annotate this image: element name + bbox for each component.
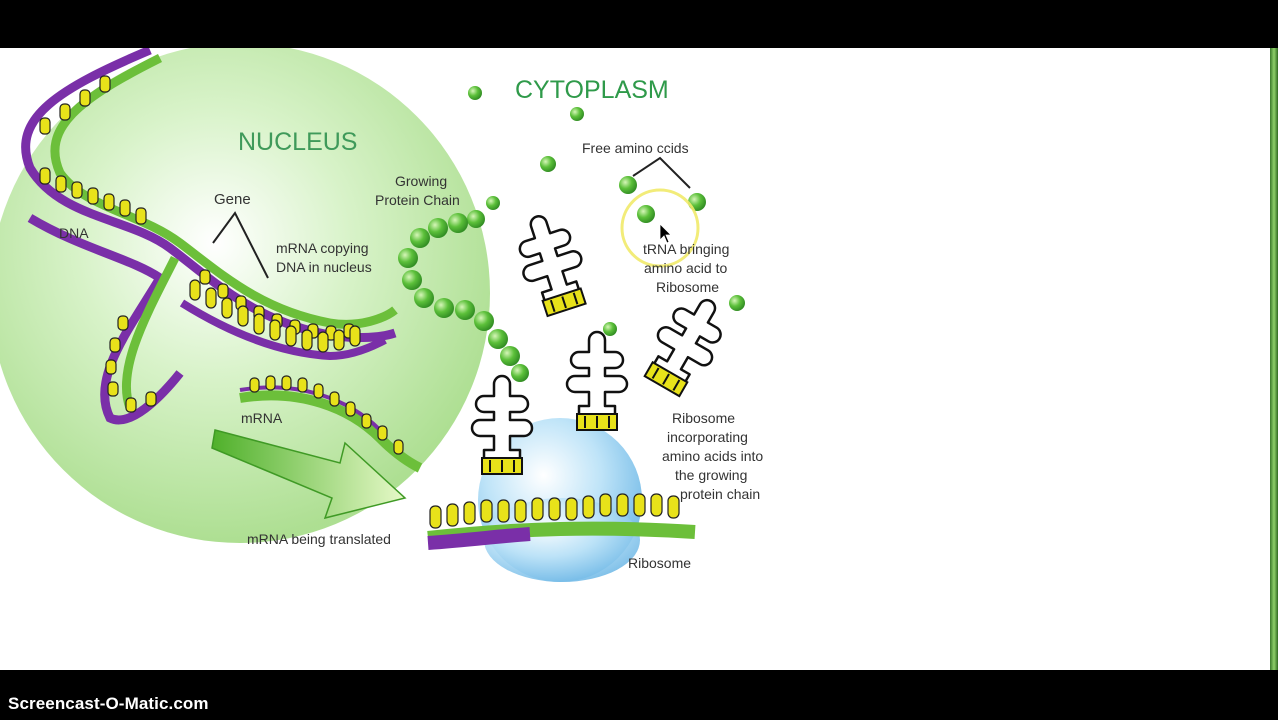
label-trna-2: amino acid to <box>644 260 727 276</box>
trna-free <box>506 206 597 321</box>
label-mrna: mRNA <box>241 410 283 426</box>
cursor-arrow-icon <box>659 223 672 244</box>
label-trna-3: Ribosome <box>656 279 719 295</box>
label-ribosome-inc-4: the growing <box>675 467 747 483</box>
amino-bracket <box>632 156 691 189</box>
label-mrna-copying-1: mRNA copying <box>276 240 369 256</box>
label-ribosome-inc-2: incorporating <box>667 429 748 445</box>
label-mrna-translated: mRNA being translated <box>247 531 391 547</box>
label-ribosome-inc-1: Ribosome <box>672 410 735 426</box>
nucleus-title: NUCLEUS <box>238 128 357 156</box>
trna-docked-right <box>565 330 629 432</box>
cursor-highlight <box>620 188 700 268</box>
label-ribosome-inc-3: amino acids into <box>662 448 763 464</box>
label-trna-1: tRNA bringing <box>643 241 729 257</box>
label-ribosome-inc-5: protein chain <box>680 486 760 502</box>
trna-bringing <box>634 284 739 403</box>
mrna-strand <box>239 375 423 473</box>
side-decoration <box>1270 48 1278 670</box>
protein-synthesis-diagram: CYTOPLASM NUCLEUS DNA Gene Growing Prote… <box>0 48 763 582</box>
label-dna: DNA <box>59 225 89 241</box>
cytoplasm-title: CYTOPLASM <box>515 76 669 104</box>
label-growing-2: Protein Chain <box>375 192 460 208</box>
watermark-text: Screencast-O-Matic.com <box>8 694 209 713</box>
translated-mrna <box>427 493 696 550</box>
free-amino-acids <box>468 86 745 336</box>
trna-docked-left <box>470 374 534 476</box>
label-mrna-copying-2: DNA in nucleus <box>276 259 372 275</box>
label-ribosome: Ribosome <box>628 555 691 571</box>
protein-chain <box>398 196 529 382</box>
mrna-copy-strand <box>179 279 387 361</box>
label-growing-1: Growing <box>395 173 447 189</box>
video-frame: CYTOPLASM NUCLEUS DNA Gene Growing Prote… <box>0 48 1270 670</box>
label-free-amino: Free amino ccids <box>582 140 689 156</box>
translation-arrow <box>211 429 407 520</box>
gene-bracket <box>212 211 269 279</box>
label-gene: Gene <box>214 191 251 208</box>
